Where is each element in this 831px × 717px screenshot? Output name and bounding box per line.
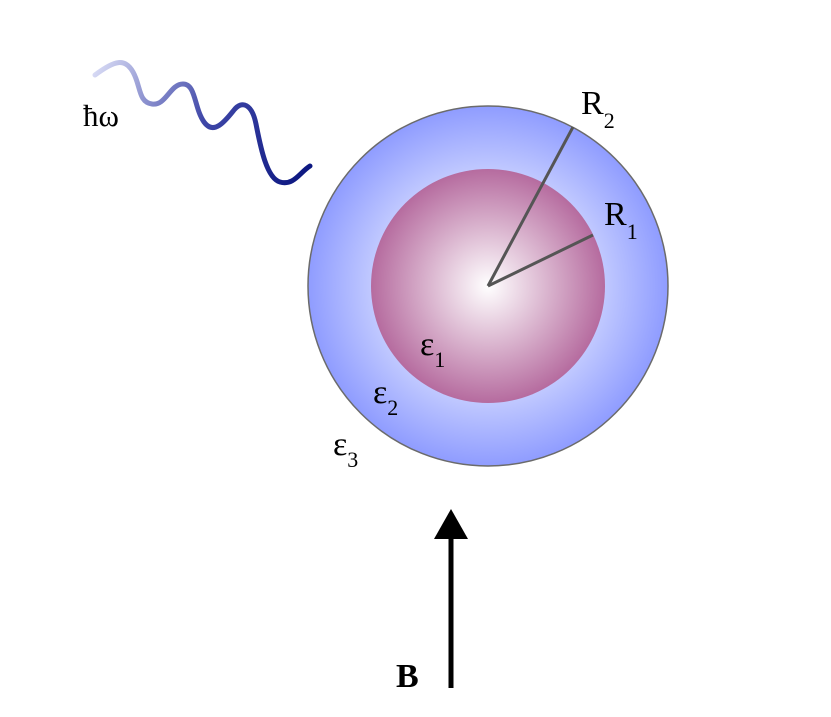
inner-radius-label: R1 — [604, 196, 638, 244]
photon-wave-icon — [92, 60, 313, 186]
shell-permittivity-label: ε2 — [373, 374, 398, 420]
medium-permittivity-label: ε3 — [333, 426, 358, 472]
magnetic-field-label: B — [396, 658, 419, 695]
photon-energy-label: ħω — [83, 98, 119, 133]
inner-radius-line — [487, 233, 594, 288]
core-permittivity-label: ε1 — [420, 326, 445, 372]
outer-radius-label: R2 — [581, 85, 615, 133]
outer-radius-line — [486, 126, 575, 287]
magnetic-field-arrow-icon — [434, 509, 468, 688]
